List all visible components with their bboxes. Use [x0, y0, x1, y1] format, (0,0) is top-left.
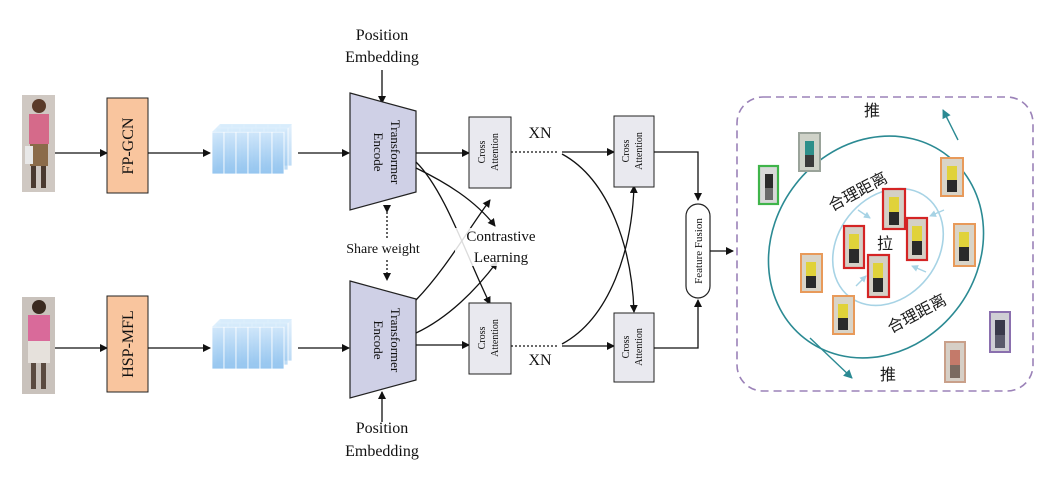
- token-cell: [271, 326, 285, 370]
- edge-ca3-to-fusion: [654, 151, 702, 201]
- token-stack-top-face: [212, 124, 292, 132]
- token-stack-top-face: [212, 319, 292, 327]
- pull-arrow-4: [911, 265, 927, 273]
- share-weight-label: Share weight: [346, 242, 420, 257]
- token-cell: [259, 326, 273, 370]
- cross-attention-4: Cross Attention: [613, 312, 655, 383]
- hsp-mfl-label: HSP-MFL: [120, 310, 137, 378]
- token-cell: [247, 326, 261, 370]
- push-arrow-top: [942, 109, 959, 141]
- position-embedding-top: Position Embedding: [345, 27, 419, 104]
- token-cell: [211, 326, 225, 370]
- encoder-bottom-label1: Transformer: [388, 308, 403, 373]
- pull-arrow-1: [857, 209, 871, 219]
- sample-orange-r: [953, 223, 976, 267]
- svg-text:Attention: Attention: [490, 319, 501, 357]
- pull-arrow-3: [855, 275, 867, 287]
- sample-orange-bl: [832, 295, 855, 335]
- encoder-top-label2: Encode: [371, 133, 386, 172]
- sample-gray-top: [798, 132, 821, 172]
- cross-attention-3: Cross Attention: [613, 115, 655, 188]
- metric-space-panel: 推 推 拉 合理距离 合理距离: [736, 96, 1034, 392]
- sample-red-4: [866, 253, 891, 299]
- token-stack-bottom: [211, 318, 293, 370]
- xn-bottom-label: XN: [528, 352, 552, 369]
- pull-label: 拉: [877, 234, 893, 253]
- fp-gcn-block: FP-GCN: [106, 97, 149, 194]
- edge-cross-top-to-ca4: [561, 153, 638, 313]
- sample-green: [757, 164, 780, 206]
- position-embedding-bottom: Position Embedding: [345, 391, 419, 460]
- share-weight-link: Share weight: [334, 205, 432, 281]
- token-cell: [271, 131, 285, 175]
- svg-text:Cross: Cross: [621, 336, 632, 359]
- fp-gcn-label: FP-GCN: [120, 117, 137, 174]
- sample-brown: [944, 341, 966, 383]
- input-image-top: [22, 95, 55, 192]
- contrastive-label2: Learning: [474, 250, 529, 266]
- cross-attention-1: Cross Attention: [468, 116, 512, 189]
- edge-ca4-to-fusion: [654, 299, 702, 349]
- edge-encoder-top-to-contrastive: [415, 167, 496, 227]
- token-cell: [223, 131, 237, 175]
- pos-embed-bottom-line2: Embedding: [345, 443, 419, 460]
- svg-text:Attention: Attention: [490, 133, 501, 171]
- sample-orange-l: [800, 253, 823, 293]
- contrastive-learning: Contrastive Learning: [455, 228, 547, 266]
- svg-text:Attention: Attention: [634, 132, 645, 170]
- feature-fusion: Feature Fusion: [685, 203, 711, 299]
- transformer-encoder-top: Transformer Encode: [349, 92, 417, 211]
- push-label-bottom: 推: [880, 365, 896, 384]
- pull-arrow-2: [929, 209, 945, 217]
- push-boundary: [767, 135, 985, 359]
- sample-purple: [989, 311, 1011, 353]
- pos-embed-top-line2: Embedding: [345, 49, 419, 66]
- cross-attention-2: Cross Attention: [468, 302, 512, 375]
- token-cell: [235, 326, 249, 370]
- sample-orange-tr: [940, 157, 964, 197]
- sample-red-1: [881, 187, 907, 231]
- edge-encoder-bottom-to-contrastive: [415, 261, 498, 334]
- encoder-bottom-label2: Encode: [371, 321, 386, 360]
- svg-text:Cross: Cross: [477, 327, 488, 350]
- token-cell: [223, 326, 237, 370]
- svg-text:Attention: Attention: [634, 328, 645, 366]
- encoder-top-label1: Transformer: [388, 120, 403, 185]
- token-cell: [259, 131, 273, 175]
- token-stack-top: [211, 123, 293, 175]
- svg-text:Cross: Cross: [477, 141, 488, 164]
- edge-cross-bottom-to-ca3: [561, 185, 638, 345]
- feature-fusion-label: Feature Fusion: [693, 218, 705, 284]
- pos-embed-top-line1: Position: [356, 27, 408, 44]
- token-cell: [235, 131, 249, 175]
- sample-red-2: [842, 224, 866, 270]
- input-image-bottom: [22, 297, 55, 394]
- token-cell: [211, 131, 225, 175]
- transformer-encoder-bottom: Transformer Encode: [349, 280, 417, 399]
- token-cell: [247, 131, 261, 175]
- svg-text:Cross: Cross: [621, 140, 632, 163]
- hsp-mfl-block: HSP-MFL: [106, 295, 149, 393]
- contrastive-label1: Contrastive: [466, 229, 535, 245]
- xn-top-label: XN: [528, 125, 552, 142]
- sample-red-3: [905, 216, 929, 262]
- pos-embed-bottom-line1: Position: [356, 420, 408, 437]
- push-label-top: 推: [864, 101, 880, 120]
- push-arrow-bottom: [809, 337, 853, 379]
